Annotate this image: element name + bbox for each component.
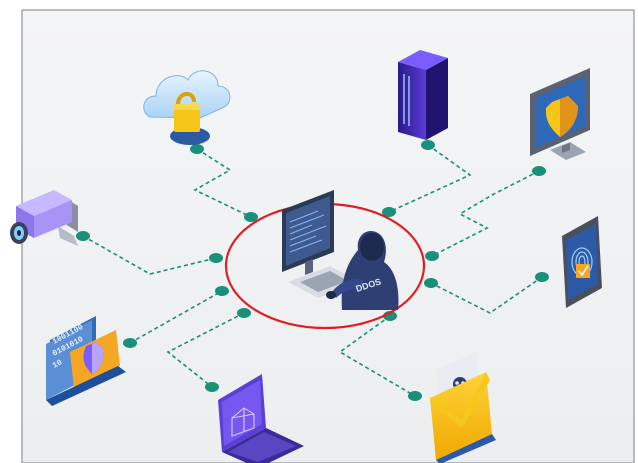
connector-dots	[76, 140, 549, 401]
cloud-lock-icon	[143, 70, 231, 145]
security-camera-icon	[10, 190, 78, 246]
binary-shield-document-icon: 1001100 0101010 10	[46, 316, 126, 406]
connector-cloud	[193, 148, 252, 218]
fingerprint-tablet-icon	[562, 216, 602, 308]
connector-email	[338, 315, 416, 397]
connector-lines	[82, 144, 543, 397]
skull-email-icon	[430, 352, 496, 463]
connector-monitor	[431, 170, 540, 257]
shield-monitor-icon	[530, 68, 590, 160]
connector-server	[388, 144, 472, 213]
binary-line-3: 10	[51, 358, 64, 371]
blueprint-laptop-icon	[218, 374, 304, 463]
connector-tablet	[430, 276, 543, 314]
connector-laptop	[166, 312, 245, 388]
connector-document	[129, 290, 223, 344]
server-rack-icon	[398, 50, 448, 140]
connector-camera	[82, 235, 217, 275]
hacker-workstation-icon: DDOS	[282, 190, 399, 310]
